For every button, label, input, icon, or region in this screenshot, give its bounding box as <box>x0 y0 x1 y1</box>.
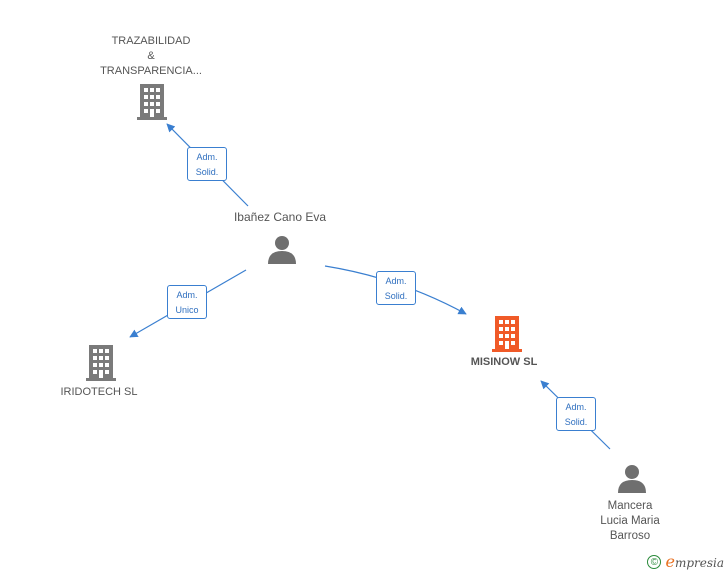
node-label-line: Mancera <box>607 500 653 512</box>
brand-logo: empresia <box>665 552 724 571</box>
node-label-line: TRAZABILIDAD <box>111 35 191 47</box>
copyright-icon: © <box>647 554 662 569</box>
role-box-misinow: Adm. Solid. <box>376 271 416 305</box>
person-icon[interactable] <box>267 234 297 264</box>
role-line: Unico <box>175 305 199 315</box>
role-line: Adm. <box>565 402 587 412</box>
node-label-iridotech[interactable]: IRIDOTECH SL <box>60 386 138 398</box>
node-label-mancera[interactable]: Mancera Lucia Maria Barroso <box>578 499 682 544</box>
node-label-misinow[interactable]: MISINOW SL <box>470 356 538 368</box>
footer-brand[interactable]: © empresia <box>647 552 724 571</box>
role-line: Adm. <box>385 276 407 286</box>
node-label-line: Barroso <box>609 530 651 542</box>
role-box-iridotech: Adm. Unico <box>167 285 207 319</box>
role-line: Solid. <box>195 167 219 177</box>
brand-initial: e <box>665 552 675 571</box>
node-label-trazabilidad[interactable]: TRAZABILIDAD & TRANSPARENCIA... <box>90 34 212 79</box>
building-icon[interactable] <box>86 345 116 381</box>
role-box-mancera: Adm. Solid. <box>556 397 596 431</box>
node-label-ibanez[interactable]: Ibañez Cano Eva <box>233 210 327 224</box>
building-icon[interactable] <box>137 84 167 120</box>
node-label-line: TRANSPARENCIA... <box>100 65 202 77</box>
role-line: Adm. <box>196 152 218 162</box>
node-label-line: Lucia Maria <box>600 515 660 527</box>
role-line: Solid. <box>384 291 408 301</box>
role-line: Solid. <box>564 417 588 427</box>
building-icon[interactable] <box>492 316 522 352</box>
role-box-trazabilidad: Adm. Solid. <box>187 147 227 181</box>
node-label-line: & <box>147 50 155 62</box>
role-line: Adm. <box>176 290 198 300</box>
person-icon[interactable] <box>617 463 647 493</box>
brand-name: mpresia <box>674 556 724 570</box>
